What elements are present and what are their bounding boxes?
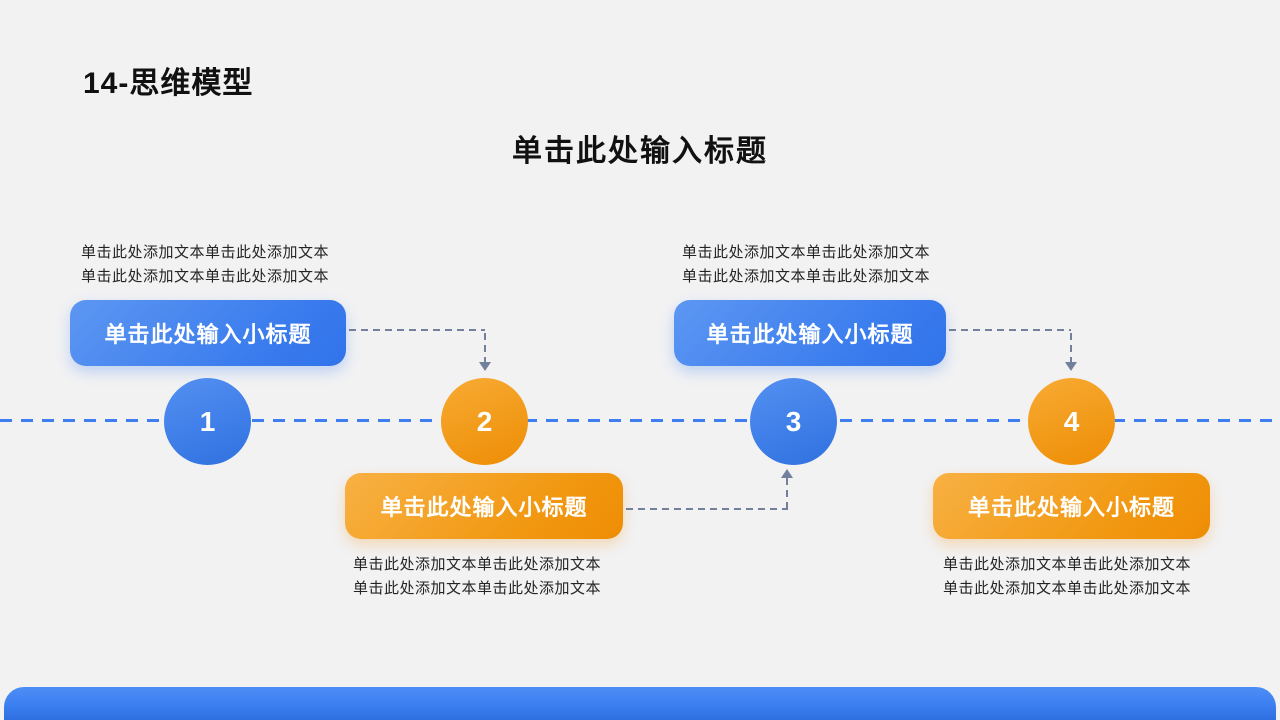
connector2-arrow-up-icon bbox=[781, 469, 793, 478]
step4-subtitle-button[interactable]: 单击此处输入小标题 bbox=[933, 473, 1210, 539]
step-number: 1 bbox=[199, 405, 216, 437]
step1-body-text[interactable]: 单击此处添加文本单击此处添加文本 单击此处添加文本单击此处添加文本 bbox=[81, 241, 329, 289]
connector2-horizontal-dash bbox=[626, 508, 788, 510]
step-number: 4 bbox=[1063, 405, 1080, 437]
step2-subtitle-button[interactable]: 单击此处输入小标题 bbox=[345, 473, 623, 539]
step1-circle: 1 bbox=[164, 378, 251, 465]
connector3-vertical-dash bbox=[1070, 333, 1072, 362]
step3-body-text[interactable]: 单击此处添加文本单击此处添加文本 单击此处添加文本单击此处添加文本 bbox=[682, 241, 930, 289]
connector3-arrow-down-icon bbox=[1065, 362, 1077, 371]
body-line: 单击此处添加文本单击此处添加文本 bbox=[353, 556, 602, 573]
timeline-dashed-line bbox=[0, 419, 1280, 422]
step4-circle: 4 bbox=[1028, 378, 1115, 465]
step-number: 2 bbox=[476, 405, 493, 437]
connector1-vertical-dash bbox=[484, 333, 486, 362]
subtitle-label: 单击此处输入小标题 bbox=[967, 495, 1175, 520]
body-line: 单击此处添加文本单击此处添加文本 bbox=[682, 268, 931, 285]
step4-body-text[interactable]: 单击此处添加文本单击此处添加文本 单击此处添加文本单击此处添加文本 bbox=[943, 553, 1191, 601]
step3-circle: 3 bbox=[750, 378, 837, 465]
connector1-arrow-down-icon bbox=[479, 362, 491, 371]
body-line: 单击此处添加文本单击此处添加文本 bbox=[81, 268, 330, 285]
step2-circle: 2 bbox=[441, 378, 528, 465]
step3-subtitle-button[interactable]: 单击此处输入小标题 bbox=[674, 300, 946, 366]
body-line: 单击此处添加文本单击此处添加文本 bbox=[682, 244, 931, 261]
connector3-horizontal-dash bbox=[949, 329, 1071, 331]
connector1-horizontal-dash bbox=[349, 329, 485, 331]
step-number: 3 bbox=[785, 405, 802, 437]
body-line: 单击此处添加文本单击此处添加文本 bbox=[943, 556, 1192, 573]
main-title[interactable]: 单击此处输入标题 bbox=[512, 135, 768, 168]
body-line: 单击此处添加文本单击此处添加文本 bbox=[353, 580, 602, 597]
page-title[interactable]: 14-思维模型 bbox=[83, 67, 254, 100]
step2-body-text[interactable]: 单击此处添加文本单击此处添加文本 单击此处添加文本单击此处添加文本 bbox=[353, 553, 601, 601]
connector2-vertical-dash bbox=[786, 478, 788, 508]
subtitle-label: 单击此处输入小标题 bbox=[104, 322, 312, 347]
body-line: 单击此处添加文本单击此处添加文本 bbox=[943, 580, 1192, 597]
subtitle-label: 单击此处输入小标题 bbox=[706, 322, 914, 347]
body-line: 单击此处添加文本单击此处添加文本 bbox=[81, 244, 330, 261]
subtitle-label: 单击此处输入小标题 bbox=[380, 495, 588, 520]
step1-subtitle-button[interactable]: 单击此处输入小标题 bbox=[70, 300, 346, 366]
bottom-accent-bar bbox=[4, 687, 1276, 720]
